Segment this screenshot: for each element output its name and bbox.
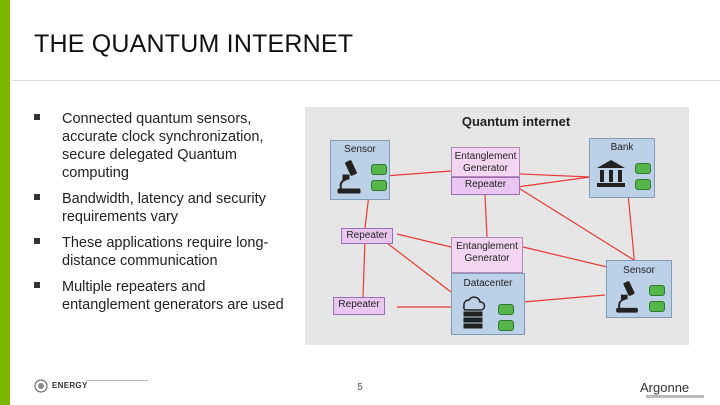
bullet-square-icon bbox=[34, 238, 40, 244]
network-link bbox=[484, 194, 488, 238]
datacenter-node: Datacenter bbox=[451, 273, 525, 335]
qubit-cell bbox=[498, 320, 514, 331]
bullet-item: Multiple repeaters and entanglement gene… bbox=[34, 278, 296, 314]
bullet-item: Connected quantum sensors, accurate cloc… bbox=[34, 110, 296, 182]
page-number: 5 bbox=[357, 382, 363, 393]
quantum-internet-diagram: Quantum internet Sensor Entanglement Gen… bbox=[305, 107, 689, 345]
sensor-node: Sensor bbox=[330, 140, 390, 200]
repeater-node: Repeater bbox=[451, 177, 520, 195]
cloud-server-icon bbox=[463, 296, 486, 329]
qubit-cell bbox=[371, 164, 387, 175]
bullet-square-icon bbox=[34, 282, 40, 288]
doe-fine-print bbox=[86, 380, 148, 395]
qubit-cell bbox=[635, 179, 651, 190]
datacenter-label: Datacenter bbox=[463, 278, 513, 289]
network-link bbox=[522, 294, 606, 303]
bullet-item: Bandwidth, latency and security requirem… bbox=[34, 190, 296, 226]
qubit-cell bbox=[649, 301, 665, 312]
doe-seal-icon bbox=[34, 379, 48, 393]
qubit-cell bbox=[649, 285, 665, 296]
bank-label: Bank bbox=[610, 142, 634, 153]
repeater-node: Repeater bbox=[333, 297, 385, 315]
title-divider bbox=[12, 80, 720, 81]
network-link bbox=[516, 176, 591, 188]
qubit-cell bbox=[498, 304, 514, 315]
sensor-label: Sensor bbox=[344, 144, 376, 155]
bullet-list: Connected quantum sensors, accurate cloc… bbox=[34, 110, 296, 322]
network-link bbox=[396, 233, 452, 248]
network-link bbox=[362, 240, 366, 298]
doe-wordmark: ENERGY bbox=[52, 381, 88, 390]
microscope-icon bbox=[616, 281, 638, 313]
sensor-node: Sensor bbox=[606, 260, 672, 318]
argonne-logo: Argonne bbox=[640, 380, 690, 395]
diagram-title: Quantum internet bbox=[461, 114, 571, 129]
bullet-text: Bandwidth, latency and security requirem… bbox=[62, 191, 266, 225]
bullet-square-icon bbox=[34, 114, 40, 120]
sensor-label: Sensor bbox=[623, 265, 655, 276]
bullet-text: Multiple repeaters and entanglement gene… bbox=[62, 279, 284, 313]
repeater-node: Repeater bbox=[341, 228, 393, 244]
bullet-item: These applications require long-distance… bbox=[34, 234, 296, 270]
slide-title: THE QUANTUM INTERNET bbox=[34, 30, 354, 58]
bullet-text: These applications require long-distance… bbox=[62, 235, 269, 269]
bank-node: Bank bbox=[589, 138, 655, 198]
network-link bbox=[522, 246, 608, 268]
microscope-icon bbox=[337, 160, 361, 194]
argonne-subtitle-bar bbox=[646, 395, 704, 398]
entanglement-generator-node: Entanglement Generator bbox=[451, 237, 523, 273]
qubit-cell bbox=[371, 180, 387, 191]
network-link bbox=[516, 186, 646, 268]
bank-icon bbox=[597, 160, 625, 187]
network-link bbox=[382, 239, 452, 293]
accent-bar bbox=[0, 0, 10, 405]
entanglement-generator-node: Entanglement Generator bbox=[451, 147, 520, 177]
bullet-text: Connected quantum sensors, accurate cloc… bbox=[62, 111, 264, 181]
bullet-square-icon bbox=[34, 194, 40, 200]
qubit-cell bbox=[635, 163, 651, 174]
